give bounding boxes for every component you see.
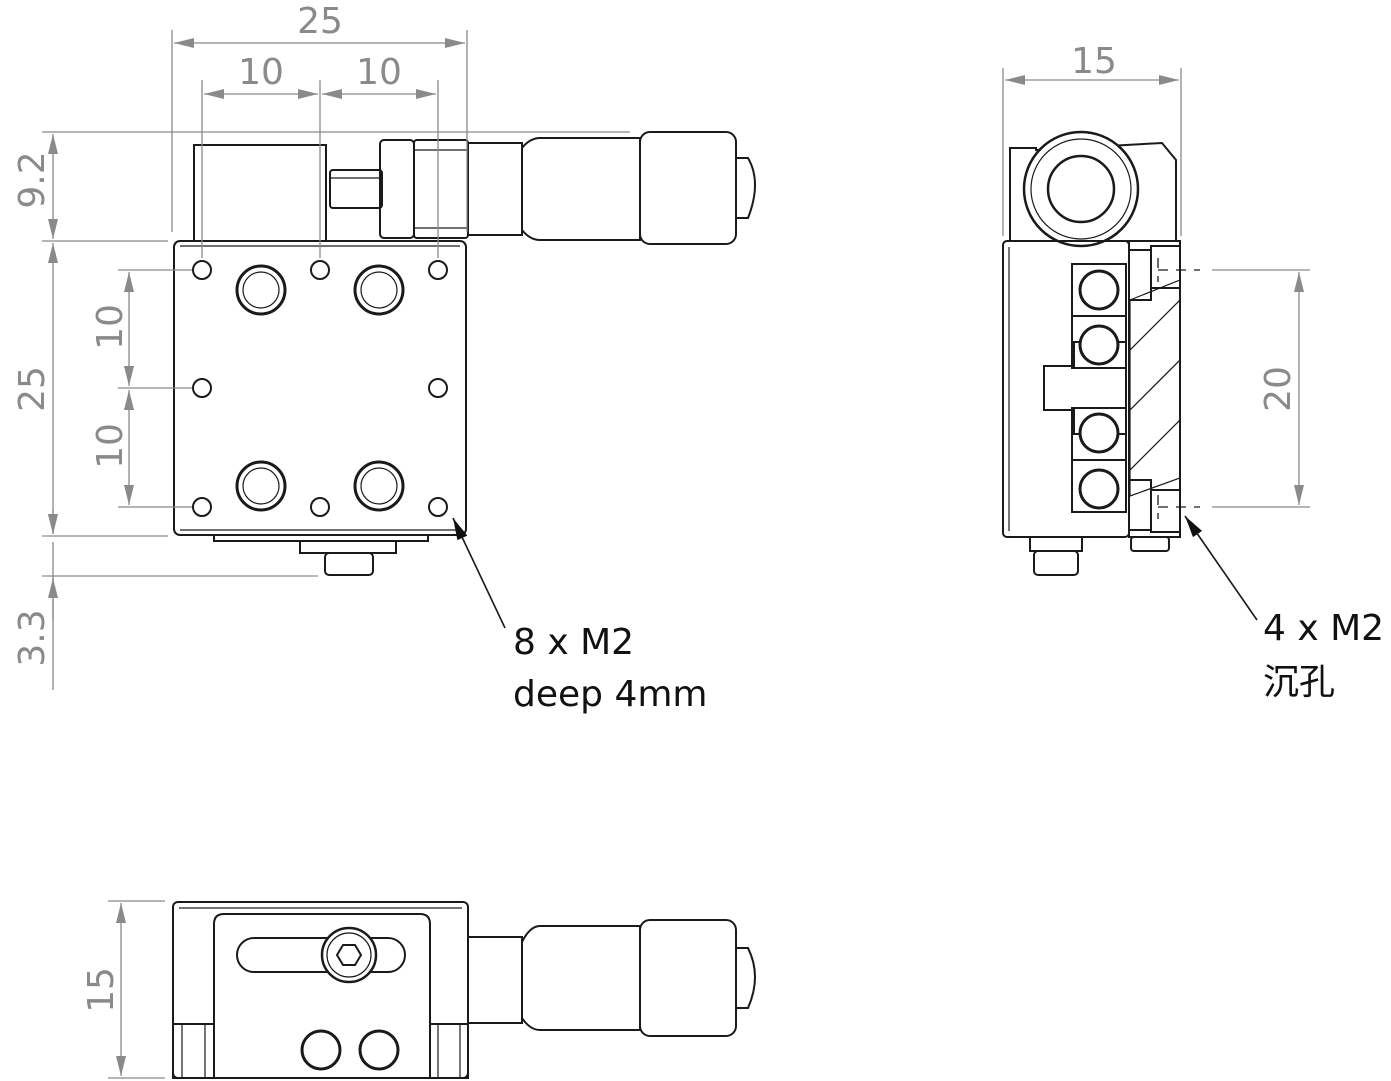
dim-hole-pitch-lower-label: 10 — [90, 423, 131, 469]
callout-m2-label: 8 x M2 — [513, 622, 634, 663]
m2-hole — [192, 378, 212, 398]
dim-front-height-label: 15 — [81, 967, 122, 1013]
front-screw-head — [358, 1029, 400, 1071]
counterbore-hole — [235, 460, 287, 512]
dim-hole-pitch-right-label: 10 — [356, 52, 402, 93]
section-hatch — [1130, 280, 1180, 496]
micrometer-flange — [379, 139, 415, 239]
micrometer-thimble — [639, 131, 737, 245]
callout-side-m2-label: 4 x M2 — [1263, 608, 1384, 649]
dim-micrometer-offset-label: 9.2 — [12, 151, 53, 208]
side-view-dimensions: 15 20 4 x M2 沉孔 — [1002, 41, 1384, 703]
m2-hole — [428, 260, 448, 280]
top-view-dimensions: 25 10 10 9.2 25 10 10 3.3 8 x M2 d — [12, 1, 707, 715]
micrometer-end-outer — [1022, 130, 1140, 248]
front-view-dimensions: 15 — [81, 900, 165, 1079]
side-screw-head — [1078, 468, 1120, 510]
front-view — [172, 901, 756, 1079]
upper-block — [193, 144, 327, 242]
side-screw-head — [1078, 412, 1120, 454]
callout-depth-label: deep 4mm — [513, 674, 707, 715]
front-screw-head — [300, 1029, 342, 1071]
side-screw-head — [1078, 269, 1120, 311]
dim-hole-pitch-upper-label: 10 — [90, 304, 131, 350]
counterbore-hole — [353, 264, 405, 316]
m2-hole — [428, 497, 448, 517]
dim-hole-pitch-left-label: 10 — [238, 52, 284, 93]
lock-screw — [320, 926, 378, 984]
micrometer-ratchet — [735, 157, 756, 219]
top-view — [173, 131, 756, 576]
m2-hole — [428, 378, 448, 398]
callout-leader — [1184, 515, 1258, 621]
m2-hole — [310, 497, 330, 517]
side-view — [1002, 130, 1200, 576]
front-carriage — [213, 913, 431, 1078]
dim-width-label: 25 — [297, 1, 343, 42]
dim-side-width-label: 15 — [1071, 41, 1117, 82]
m2-hole — [192, 260, 212, 280]
dim-side-hole-pitch-label: 20 — [1258, 366, 1299, 412]
spindle — [329, 169, 383, 209]
side-screw-head — [1078, 324, 1120, 366]
side-rail — [1128, 240, 1181, 538]
bottom-screw-head — [324, 552, 374, 576]
counterbore-hole — [353, 460, 405, 512]
front-body — [172, 901, 469, 1079]
micrometer-barrel — [467, 142, 523, 236]
front-slot — [236, 937, 406, 973]
micrometer-end-inner — [1046, 154, 1116, 224]
dim-bottom-offset-label: 3.3 — [12, 609, 53, 666]
callout-side-counterbore-label: 沉孔 — [1263, 662, 1335, 703]
counterbore-hole — [235, 264, 287, 316]
m2-hole — [192, 497, 212, 517]
top-plate — [173, 240, 467, 536]
callout-leader — [452, 517, 506, 629]
front-micrometer-thimble — [639, 919, 737, 1037]
micrometer-nut — [413, 139, 469, 239]
side-bottom-screw — [1033, 550, 1079, 576]
micrometer-sleeve — [521, 137, 641, 241]
m2-hole — [310, 260, 330, 280]
dim-height-label: 25 — [12, 366, 53, 412]
hex-socket-icon — [335, 944, 363, 966]
